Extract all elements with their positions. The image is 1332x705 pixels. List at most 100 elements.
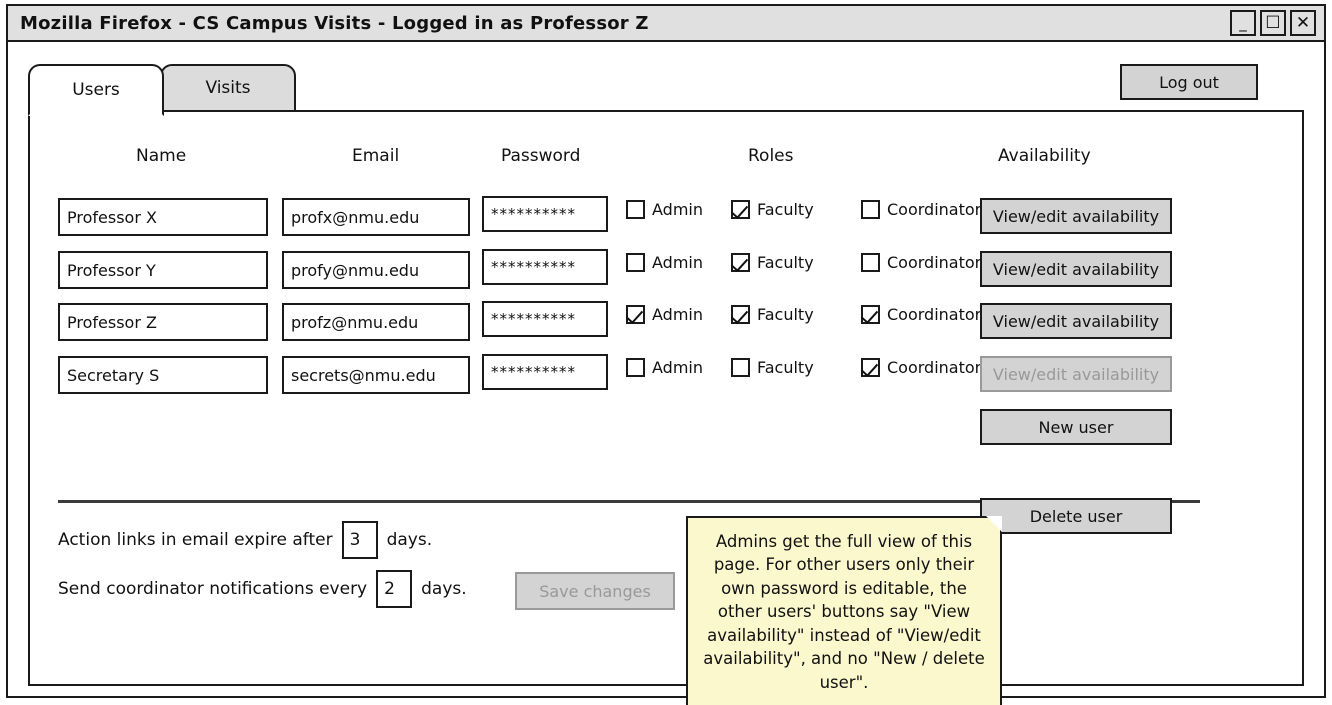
availability-button-label: View/edit availability — [992, 259, 1160, 279]
browser-window: Mozilla Firefox - CS Campus Visits - Log… — [6, 4, 1326, 705]
notify-prefix-label: Send coordinator notifications every — [58, 579, 368, 599]
column-header-password: Password — [501, 146, 581, 166]
tab-users-label: Users — [72, 80, 120, 100]
checkbox-coordinator-icon — [861, 305, 880, 324]
column-header-roles: Roles — [748, 146, 794, 166]
checkbox-faculty-icon — [731, 305, 750, 324]
logout-button[interactable]: Log out — [1120, 64, 1258, 100]
expire-setting-row: Action links in email expire after 3 day… — [58, 521, 432, 559]
column-header-email: Email — [352, 146, 400, 166]
checkbox-admin-icon — [626, 200, 645, 219]
name-field[interactable]: Professor Y — [58, 251, 268, 289]
tab-visits-label: Visits — [205, 78, 251, 98]
notify-suffix-label: days. — [421, 579, 467, 599]
role-checkbox-admin[interactable]: Admin — [626, 358, 731, 377]
role-checkbox-faculty[interactable]: Faculty — [731, 358, 861, 377]
minimize-icon: _ — [1239, 14, 1247, 32]
tab-panel-seam — [32, 108, 160, 114]
client-area: Visits Users Log out Name Email Password… — [8, 42, 1324, 705]
name-field[interactable]: Professor X — [58, 198, 268, 236]
expire-suffix-label: days. — [386, 530, 433, 550]
roles-group: Admin Faculty Coordinator — [626, 305, 981, 324]
password-field[interactable]: ********** — [482, 196, 608, 232]
role-checkbox-admin[interactable]: Admin — [626, 253, 731, 272]
role-label-coordinator: Coordinator — [887, 253, 982, 272]
role-checkbox-faculty[interactable]: Faculty — [731, 253, 861, 272]
maximize-icon: ☐ — [1265, 12, 1281, 33]
role-checkbox-admin[interactable]: Admin — [626, 305, 731, 324]
role-label-admin: Admin — [652, 253, 703, 272]
logout-label: Log out — [1159, 72, 1219, 92]
column-header-name: Name — [136, 146, 187, 166]
availability-button-label: View/edit availability — [992, 364, 1160, 384]
role-checkbox-coordinator[interactable]: Coordinator — [861, 253, 981, 272]
roles-group: Admin Faculty Coordinator — [626, 200, 981, 219]
column-header-availability: Availability — [998, 146, 1091, 166]
save-changes-button: Save changes — [515, 572, 675, 610]
role-checkbox-coordinator[interactable]: Coordinator — [861, 358, 981, 377]
close-icon: ✕ — [1295, 12, 1311, 33]
window-title: Mozilla Firefox - CS Campus Visits - Log… — [20, 13, 649, 34]
delete-user-label: Delete user — [1029, 506, 1123, 526]
expire-prefix-label: Action links in email expire after — [58, 530, 333, 550]
role-checkbox-coordinator[interactable]: Coordinator — [861, 305, 981, 324]
notify-setting-row: Send coordinator notifications every 2 d… — [58, 570, 467, 608]
new-user-button[interactable]: New user — [980, 409, 1172, 445]
delete-user-button[interactable]: Delete user — [980, 498, 1172, 534]
checkbox-faculty-icon — [731, 358, 750, 377]
role-label-coordinator: Coordinator — [887, 200, 982, 219]
sticky-note-text: Admins get the full view of this page. F… — [703, 532, 985, 692]
minimize-button[interactable]: _ — [1230, 10, 1256, 36]
role-label-coordinator: Coordinator — [887, 305, 982, 324]
roles-group: Admin Faculty Coordinator — [626, 253, 981, 272]
roles-group: Admin Faculty Coordinator — [626, 358, 981, 377]
expire-days-input[interactable]: 3 — [341, 521, 378, 559]
name-field[interactable]: Secretary S — [58, 356, 268, 394]
view-edit-availability-button[interactable]: View/edit availability — [980, 198, 1172, 234]
checkbox-faculty-icon — [731, 253, 750, 272]
sticky-note: Admins get the full view of this page. F… — [686, 516, 1002, 705]
role-label-faculty: Faculty — [757, 305, 814, 324]
email-field[interactable]: secrets@nmu.edu — [282, 356, 470, 394]
role-checkbox-coordinator[interactable]: Coordinator — [861, 200, 981, 219]
availability-button-label: View/edit availability — [992, 311, 1160, 331]
notify-days-input[interactable]: 2 — [376, 570, 413, 608]
tab-users[interactable]: Users — [28, 64, 164, 116]
role-label-admin: Admin — [652, 358, 703, 377]
password-field[interactable]: ********** — [482, 249, 608, 285]
role-label-admin: Admin — [652, 200, 703, 219]
role-label-coordinator: Coordinator — [887, 358, 982, 377]
close-button[interactable]: ✕ — [1290, 10, 1316, 36]
checkbox-coordinator-icon — [861, 253, 880, 272]
checkbox-coordinator-icon — [861, 200, 880, 219]
new-user-label: New user — [1038, 417, 1114, 437]
role-checkbox-faculty[interactable]: Faculty — [731, 200, 861, 219]
view-edit-availability-button-disabled: View/edit availability — [980, 356, 1172, 392]
password-field[interactable]: ********** — [482, 354, 608, 390]
section-divider — [58, 500, 1200, 503]
role-checkbox-admin[interactable]: Admin — [626, 200, 731, 219]
email-field[interactable]: profx@nmu.edu — [282, 198, 470, 236]
maximize-button[interactable]: ☐ — [1260, 10, 1286, 36]
tab-visits[interactable]: Visits — [160, 64, 296, 112]
role-label-faculty: Faculty — [757, 358, 814, 377]
checkbox-coordinator-icon — [861, 358, 880, 377]
password-field[interactable]: ********** — [482, 301, 608, 337]
name-field[interactable]: Professor Z — [58, 303, 268, 341]
view-edit-availability-button[interactable]: View/edit availability — [980, 251, 1172, 287]
checkbox-admin-icon — [626, 358, 645, 377]
email-field[interactable]: profy@nmu.edu — [282, 251, 470, 289]
email-field[interactable]: profz@nmu.edu — [282, 303, 470, 341]
checkbox-faculty-icon — [731, 200, 750, 219]
save-changes-label: Save changes — [539, 581, 651, 601]
title-bar: Mozilla Firefox - CS Campus Visits - Log… — [8, 6, 1324, 42]
availability-button-label: View/edit availability — [992, 206, 1160, 226]
checkbox-admin-icon — [626, 253, 645, 272]
view-edit-availability-button[interactable]: View/edit availability — [980, 303, 1172, 339]
checkbox-admin-icon — [626, 305, 645, 324]
users-panel: Name Email Password Roles Availability P… — [28, 110, 1304, 686]
role-label-admin: Admin — [652, 305, 703, 324]
role-label-faculty: Faculty — [757, 200, 814, 219]
role-checkbox-faculty[interactable]: Faculty — [731, 305, 861, 324]
